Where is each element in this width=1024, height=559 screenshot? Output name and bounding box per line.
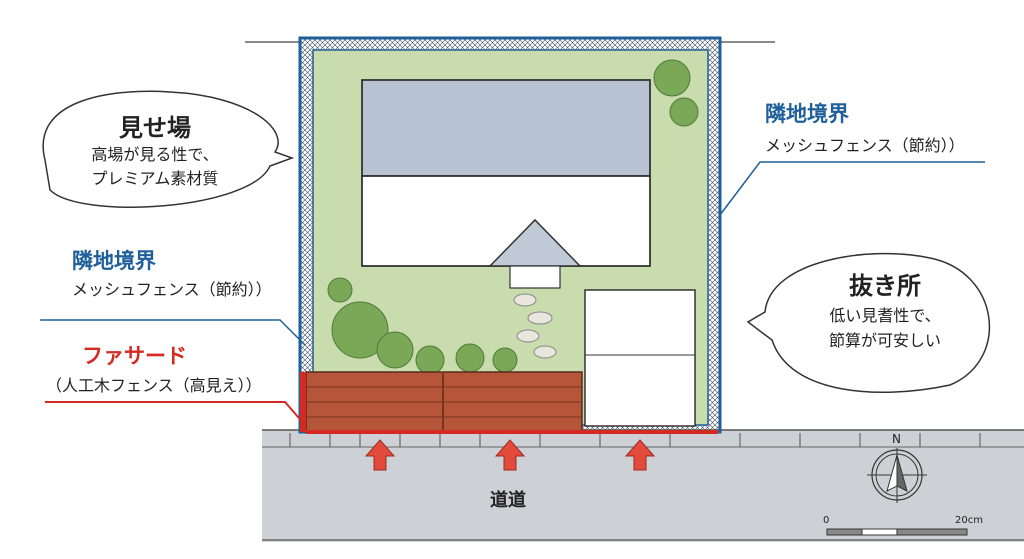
- showcase-line1: 高場が見る性で、: [91, 145, 219, 164]
- showcase-title: 見せ場: [119, 114, 191, 142]
- showcase-line2: プレミアム素材質: [91, 169, 219, 188]
- open-area-line2: 節算が可安しい: [828, 331, 941, 350]
- showcase-bubble: [42, 90, 295, 208]
- shrubs: [327, 59, 699, 375]
- left-boundary-title: 隣地境界: [72, 249, 156, 273]
- stepping-stones: [513, 293, 557, 359]
- house-roof: [361, 79, 651, 177]
- open-area-line1: 低い見耆性で、: [829, 306, 941, 325]
- curb-ticks: [289, 433, 981, 447]
- scale-end-label: 20cm: [955, 515, 983, 526]
- facade-title: ファサード: [82, 344, 187, 368]
- parking-area: [584, 289, 696, 427]
- open-area-bubble: [746, 252, 991, 393]
- right-boundary-subtitle: メッシュフェンス（節約））: [765, 136, 965, 155]
- left-boundary-subtitle: メッシュフェンス（節約））: [72, 280, 272, 299]
- compass-icon: [867, 448, 927, 503]
- compass-north-label: N: [892, 432, 901, 446]
- entry-arrows: [364, 439, 656, 471]
- road-label: 道道: [490, 490, 526, 511]
- right-boundary-title: 隣地境界: [765, 102, 849, 126]
- facade-subtitle: （人工木フェンス（高見え））: [46, 376, 262, 395]
- open-area-title: 抜き所: [849, 272, 921, 300]
- scale-bar: [826, 528, 968, 536]
- scale-start-label: 0: [823, 515, 830, 526]
- entrance-porch: [509, 265, 561, 289]
